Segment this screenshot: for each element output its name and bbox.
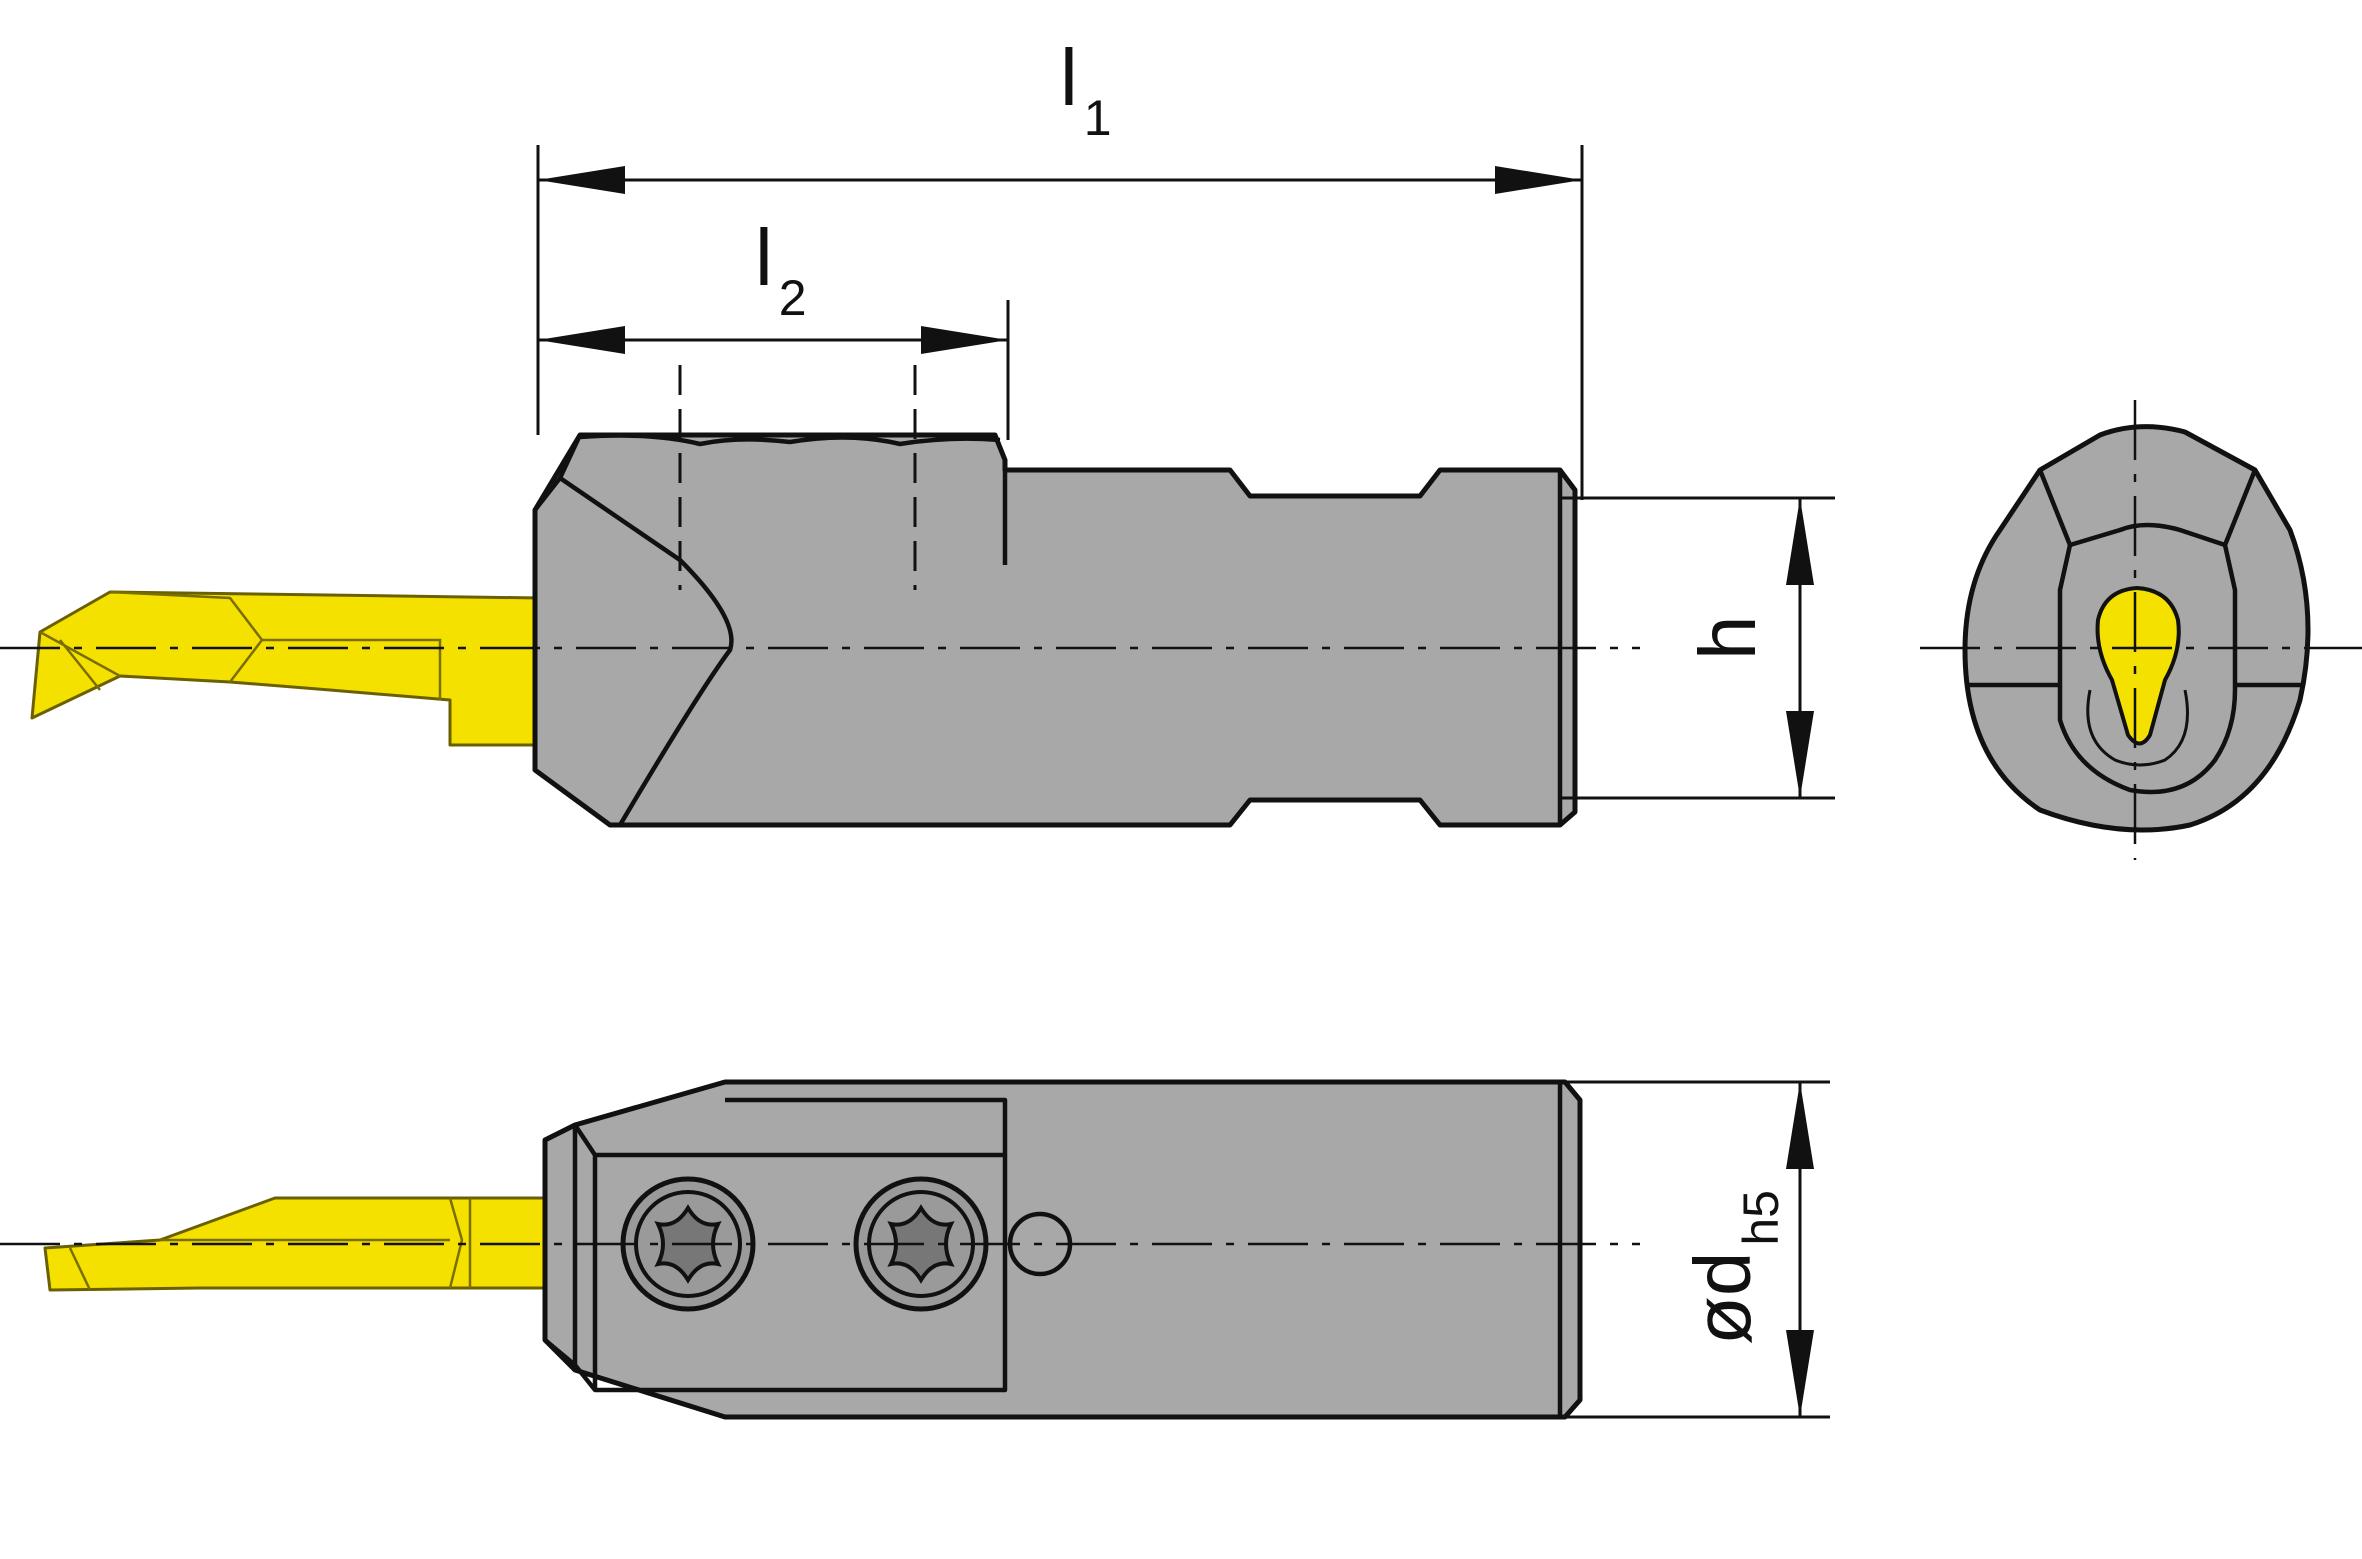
side-view-insert [30,590,542,747]
label-d: ødh5 [1678,1190,1789,1345]
side-view [0,365,1640,828]
dimension-d: ødh5 [1565,1080,1830,1419]
top-view [0,1079,1640,1420]
end-view-insert [2095,586,2181,746]
dimension-h: h [1560,496,1835,800]
end-view [1920,400,2362,860]
side-view-holder-body [532,432,1578,828]
label-h: h [1683,616,1772,661]
